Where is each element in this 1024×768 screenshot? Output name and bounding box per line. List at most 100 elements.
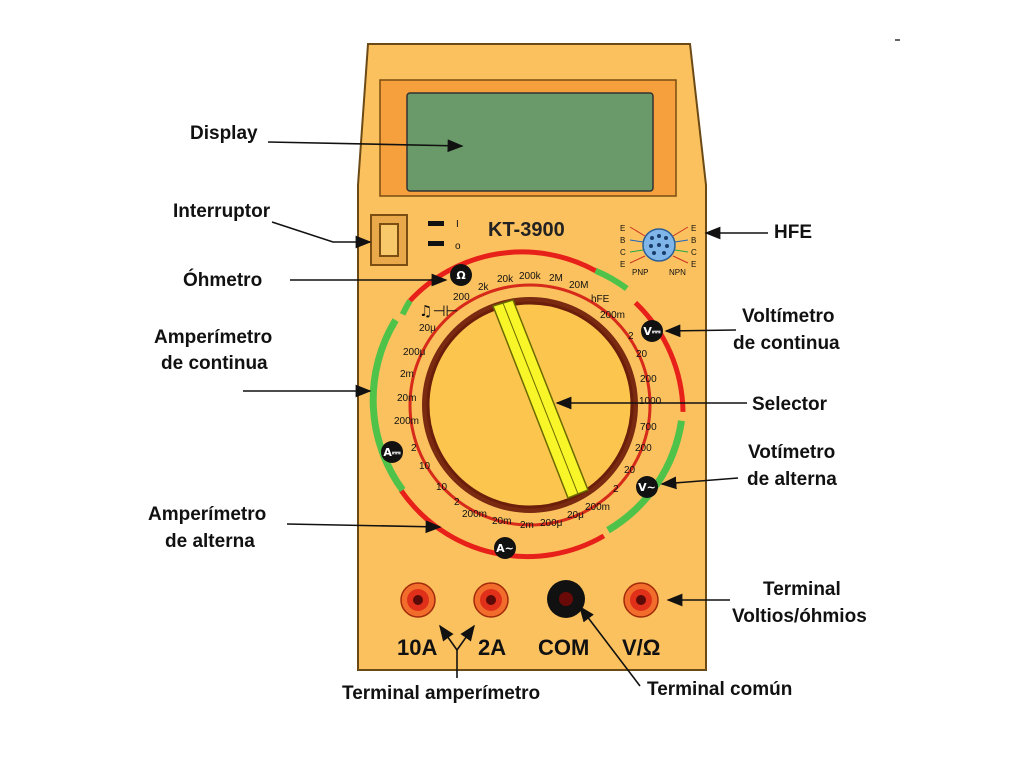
- aca-scale-10: 10: [436, 482, 448, 493]
- ohm-scale-200k: 200k: [519, 271, 542, 282]
- ohm-scale-200: 200: [453, 292, 470, 303]
- terminal-2a-jack[interactable]: [473, 582, 509, 618]
- terminal-label-com: COM: [538, 635, 589, 660]
- callout-amp-ac-line2: de alterna: [165, 531, 255, 552]
- switch-off-mark: [428, 241, 444, 246]
- dca-scale-200u: 200μ: [403, 347, 426, 358]
- arrow-volt-dc: [664, 324, 737, 338]
- dc-amp-function-icon: [381, 441, 403, 463]
- hfe-pin-left-4: E: [620, 260, 625, 269]
- hfe-pin-right-4: E: [691, 260, 696, 269]
- ac-volt-symbol-text: V~: [638, 481, 656, 494]
- acv-scale-20: 20: [624, 465, 636, 476]
- callout-amp-dc-line1: Amperímetro: [154, 327, 272, 348]
- callout-terminal-vo-line2: Voltios/óhmios: [732, 606, 867, 627]
- hfe-pin-right-2: B: [691, 236, 696, 245]
- dc-volt-function-icon: [641, 320, 663, 342]
- arrow-interruptor: [271, 221, 372, 249]
- dcv-scale-200m: 200m: [600, 310, 625, 321]
- ohm-scale-20m: 20M: [569, 280, 588, 291]
- switch-on-mark: [428, 221, 444, 226]
- ac-amp-function-icon: [494, 537, 516, 559]
- selector-knob[interactable]: [422, 297, 638, 513]
- dcv-scale-20: 20: [636, 349, 648, 360]
- callout-amp-ac-line1: Amperímetro: [148, 504, 266, 525]
- callout-terminal-amp: Terminal amperímetro: [342, 683, 540, 704]
- hfe-pin-left-1: E: [620, 224, 625, 233]
- ac-amp-symbol-text: A~: [496, 542, 514, 555]
- dca-scale-2: 2: [411, 443, 417, 454]
- aca-scale-20m: 20m: [492, 516, 511, 527]
- ohm-function-icon: [450, 264, 472, 286]
- hfe-pin-left-2: B: [620, 236, 625, 245]
- ohm-scale-2m: 2M: [549, 273, 563, 284]
- hfe-pin-right-1: E: [691, 224, 696, 233]
- dca-scale-10: 10: [419, 461, 431, 472]
- arrow-terminal-amp-2a: [456, 624, 475, 651]
- dc-volt-symbol-text: V⎓: [643, 325, 661, 338]
- hfe-socket[interactable]: [629, 226, 689, 264]
- dca-scale-200m: 200m: [394, 416, 419, 427]
- inner-scale-ring: [408, 283, 652, 527]
- callout-volt-dc-line1: Voltímetro: [742, 306, 835, 327]
- callout-volt-dc-line2: de continua: [733, 333, 840, 354]
- terminal-label-10a: 10A: [397, 635, 437, 660]
- callout-ohmetro: Óhmetro: [183, 269, 262, 291]
- ohm-range-arc: [408, 249, 597, 303]
- arrow-volt-ac: [660, 476, 739, 490]
- dc-amp-symbol-text: A⎓: [383, 446, 401, 459]
- arrow-terminal-amp-10a: [439, 624, 458, 651]
- acv-scale-2: 2: [613, 484, 619, 495]
- hfe-pin-right-3: C: [691, 248, 697, 257]
- acv-scale-700: 700: [640, 422, 657, 433]
- ac-volt-function-icon: [636, 476, 658, 498]
- callout-selector: Selector: [752, 394, 828, 415]
- dcv-range-arc: [633, 300, 686, 412]
- terminal-label-2a: 2A: [478, 635, 506, 660]
- callout-hfe: HFE: [774, 222, 812, 243]
- switch-on-label: I: [456, 219, 459, 230]
- callout-interruptor: Interruptor: [173, 201, 271, 222]
- model-label: KT-3900: [488, 219, 565, 241]
- display-screen: [406, 92, 654, 192]
- aca-scale-200m: 200m: [462, 509, 487, 520]
- hfe-range-arc: [594, 268, 629, 292]
- dca-scale-20m: 20m: [397, 393, 416, 404]
- aca-scale-2: 2: [454, 497, 460, 508]
- dca-range-arc: [369, 318, 406, 493]
- hfe-npn-label: NPN: [669, 268, 686, 277]
- continuity-icon: ♫⊣⊢: [419, 302, 459, 320]
- dcv-scale-1000: 1000: [639, 396, 662, 407]
- hfe-pnp-label: PNP: [632, 268, 648, 277]
- aca-scale-20u: 20μ: [567, 510, 584, 521]
- terminal-label-v-ohm: V/Ω: [622, 635, 660, 660]
- dcv-scale-2: 2: [628, 331, 634, 342]
- terminal-10a-jack[interactable]: [400, 582, 436, 618]
- switch-off-label: o: [455, 241, 461, 252]
- arrow-amp-ac: [286, 520, 442, 534]
- power-switch[interactable]: [370, 214, 408, 266]
- callout-terminal-vo-line1: Terminal: [763, 579, 841, 600]
- leader-arrows: [243, 139, 768, 687]
- ohm-scale-2k: 2k: [478, 282, 490, 293]
- callout-display: Display: [190, 123, 258, 144]
- callout-terminal-com: Terminal común: [647, 679, 792, 700]
- callout-volt-ac-line2: de alterna: [747, 469, 837, 490]
- ohm-scale-20k: 20k: [497, 274, 514, 285]
- terminal-v-ohm-jack[interactable]: [623, 582, 659, 618]
- acv-scale-200: 200: [635, 443, 652, 454]
- callout-volt-ac-line1: Votímetro: [748, 442, 835, 463]
- arrow-display: [267, 139, 464, 153]
- hfe-scale-label: hFE: [591, 294, 610, 305]
- ohm-symbol-text: Ω: [456, 269, 466, 282]
- hfe-pin-left-3: C: [620, 248, 626, 257]
- dca-scale-20u: 20μ: [419, 323, 436, 334]
- acv-scale-200m: 200m: [585, 502, 610, 513]
- dca-scale-2m: 2m: [400, 369, 414, 380]
- aca-scale-200u: 200μ: [540, 518, 563, 529]
- terminal-com-jack[interactable]: [547, 580, 585, 618]
- aca-scale-2m: 2m: [520, 520, 534, 531]
- callout-amp-dc-line2: de continua: [161, 353, 268, 374]
- arrow-terminal-com: [579, 605, 641, 687]
